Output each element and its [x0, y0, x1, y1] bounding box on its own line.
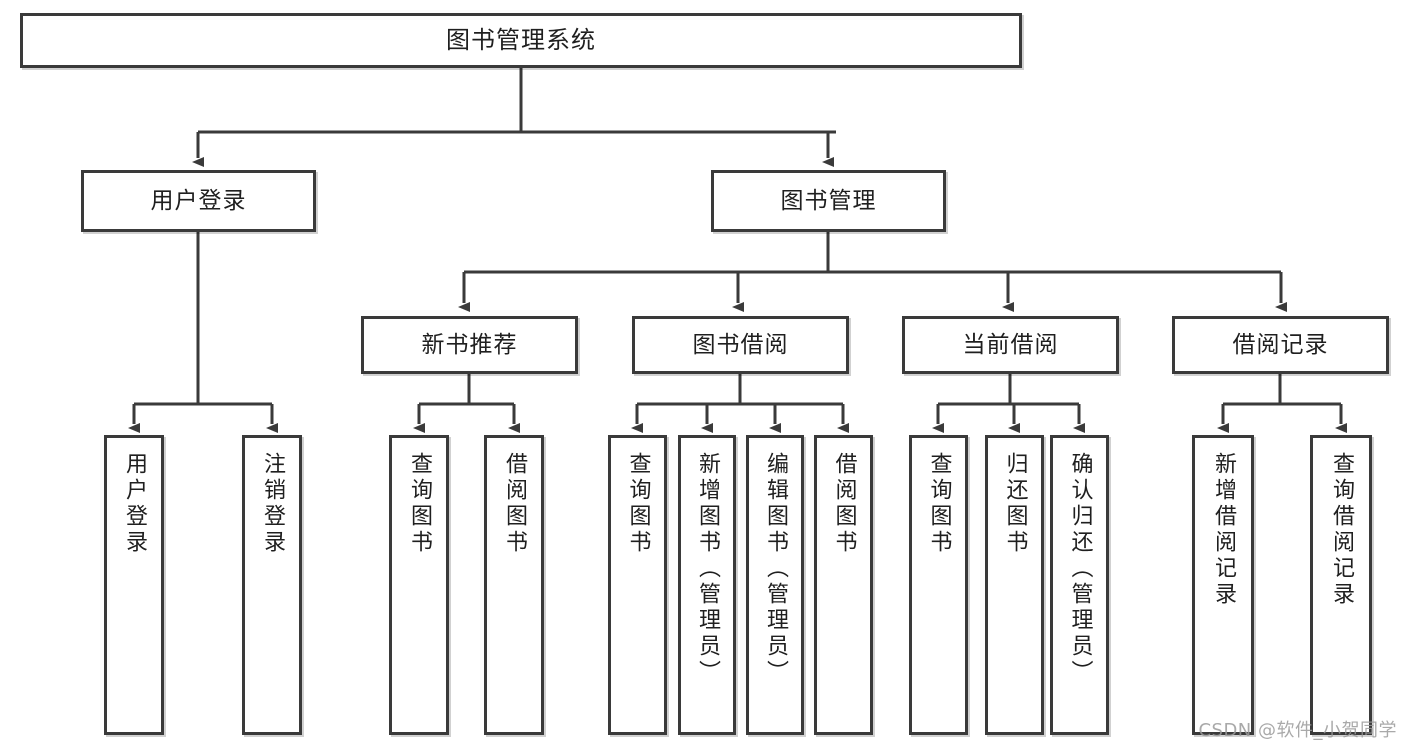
node-leaf-add-borrow-record[interactable]: 新增借阅记录 [1192, 435, 1254, 735]
node-leaf-edit-book-label: 编辑图书（管理员） [763, 452, 788, 686]
node-book-borrow-label: 图书借阅 [692, 331, 789, 358]
node-book-manage-label: 图书管理 [780, 187, 877, 214]
node-leaf-confirm-return-label: 确认归还（管理员） [1067, 452, 1093, 686]
node-leaf-edit-book[interactable]: 编辑图书（管理员） [746, 435, 804, 735]
watermark: CSDN @软件_小贺同学 [1198, 720, 1397, 741]
node-new-book-recommend-label: 新书推荐 [421, 331, 518, 358]
node-leaf-query-borrow-record-label: 查询借阅记录 [1329, 452, 1354, 608]
node-leaf-borrow-book-1[interactable]: 借阅图书 [484, 435, 544, 735]
node-leaf-add-borrow-record-label: 新增借阅记录 [1211, 452, 1236, 608]
node-leaf-borrow-book-2-label: 借阅图书 [831, 452, 857, 556]
node-leaf-add-book[interactable]: 新增图书（管理员） [678, 435, 736, 735]
node-book-borrow[interactable]: 图书借阅 [632, 316, 849, 374]
node-leaf-user-login[interactable]: 用户登录 [104, 435, 164, 735]
node-leaf-query-book-3[interactable]: 查询图书 [909, 435, 968, 735]
node-leaf-query-book-1-label: 查询图书 [407, 452, 432, 556]
node-leaf-return-book[interactable]: 归还图书 [985, 435, 1044, 735]
node-leaf-user-login-label: 用户登录 [122, 452, 147, 556]
node-leaf-confirm-return[interactable]: 确认归还（管理员） [1050, 435, 1109, 735]
node-leaf-query-book-2[interactable]: 查询图书 [608, 435, 667, 735]
node-book-manage[interactable]: 图书管理 [711, 170, 946, 232]
node-new-book-recommend[interactable]: 新书推荐 [361, 316, 578, 374]
node-current-borrow-label: 当前借阅 [962, 331, 1059, 358]
node-user-login-label: 用户登录 [150, 187, 247, 214]
node-borrow-record[interactable]: 借阅记录 [1172, 316, 1389, 374]
node-leaf-logout-label: 注销登录 [260, 452, 285, 556]
node-leaf-add-book-label: 新增图书（管理员） [695, 452, 720, 686]
node-user-login[interactable]: 用户登录 [81, 170, 316, 232]
node-leaf-query-book-3-label: 查询图书 [926, 452, 952, 556]
node-root-label: 图书管理系统 [446, 25, 596, 54]
node-leaf-return-book-label: 归还图书 [1002, 452, 1028, 556]
node-current-borrow[interactable]: 当前借阅 [902, 316, 1119, 374]
node-leaf-query-book-1[interactable]: 查询图书 [389, 435, 449, 735]
node-root[interactable]: 图书管理系统 [20, 13, 1022, 68]
node-leaf-logout[interactable]: 注销登录 [242, 435, 302, 735]
node-leaf-query-book-2-label: 查询图书 [625, 452, 651, 556]
node-leaf-borrow-book-1-label: 借阅图书 [502, 452, 527, 556]
node-borrow-record-label: 借阅记录 [1232, 331, 1329, 358]
node-leaf-query-borrow-record[interactable]: 查询借阅记录 [1310, 435, 1372, 735]
node-leaf-borrow-book-2[interactable]: 借阅图书 [814, 435, 873, 735]
